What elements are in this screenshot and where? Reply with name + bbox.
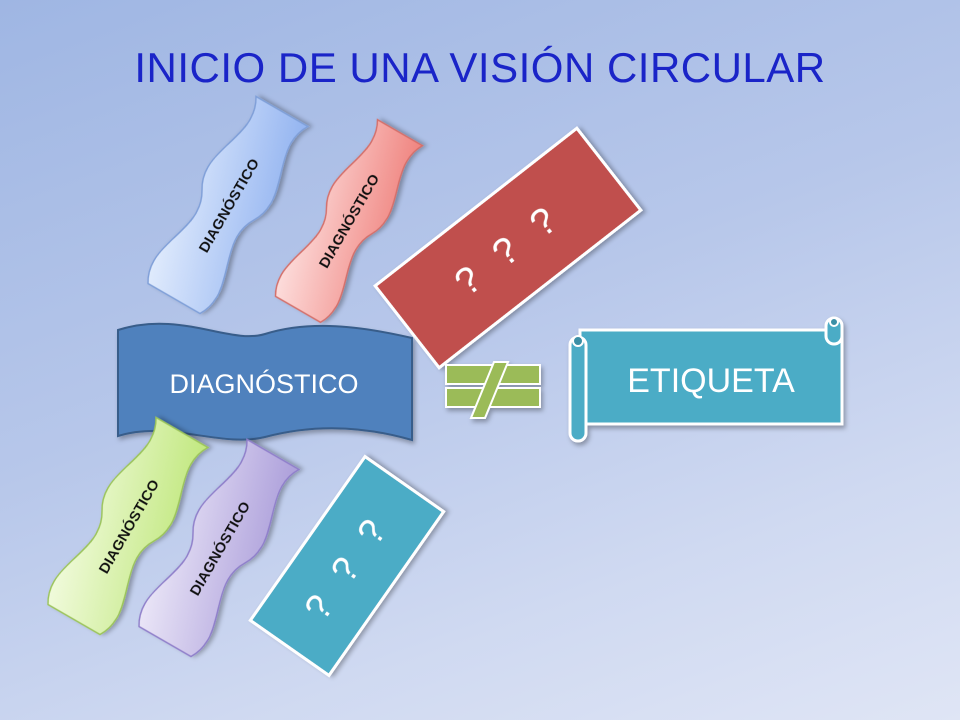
bottom-banner-1: DIAGNÓSTICO (47, 416, 210, 636)
slide-title: INICIO DE UNA VISIÓN CIRCULAR (134, 44, 826, 91)
etiqueta-label: ETIQUETA (627, 362, 795, 400)
top-banner-1: DIAGNÓSTICO (147, 95, 310, 315)
main-diagnostico-label: DIAGNÓSTICO (169, 368, 358, 399)
etiqueta-scroll: ETIQUETA (568, 316, 844, 443)
main-diagnostico-wave: DIAGNÓSTICO (117, 322, 413, 442)
not-equal-icon (445, 361, 541, 419)
